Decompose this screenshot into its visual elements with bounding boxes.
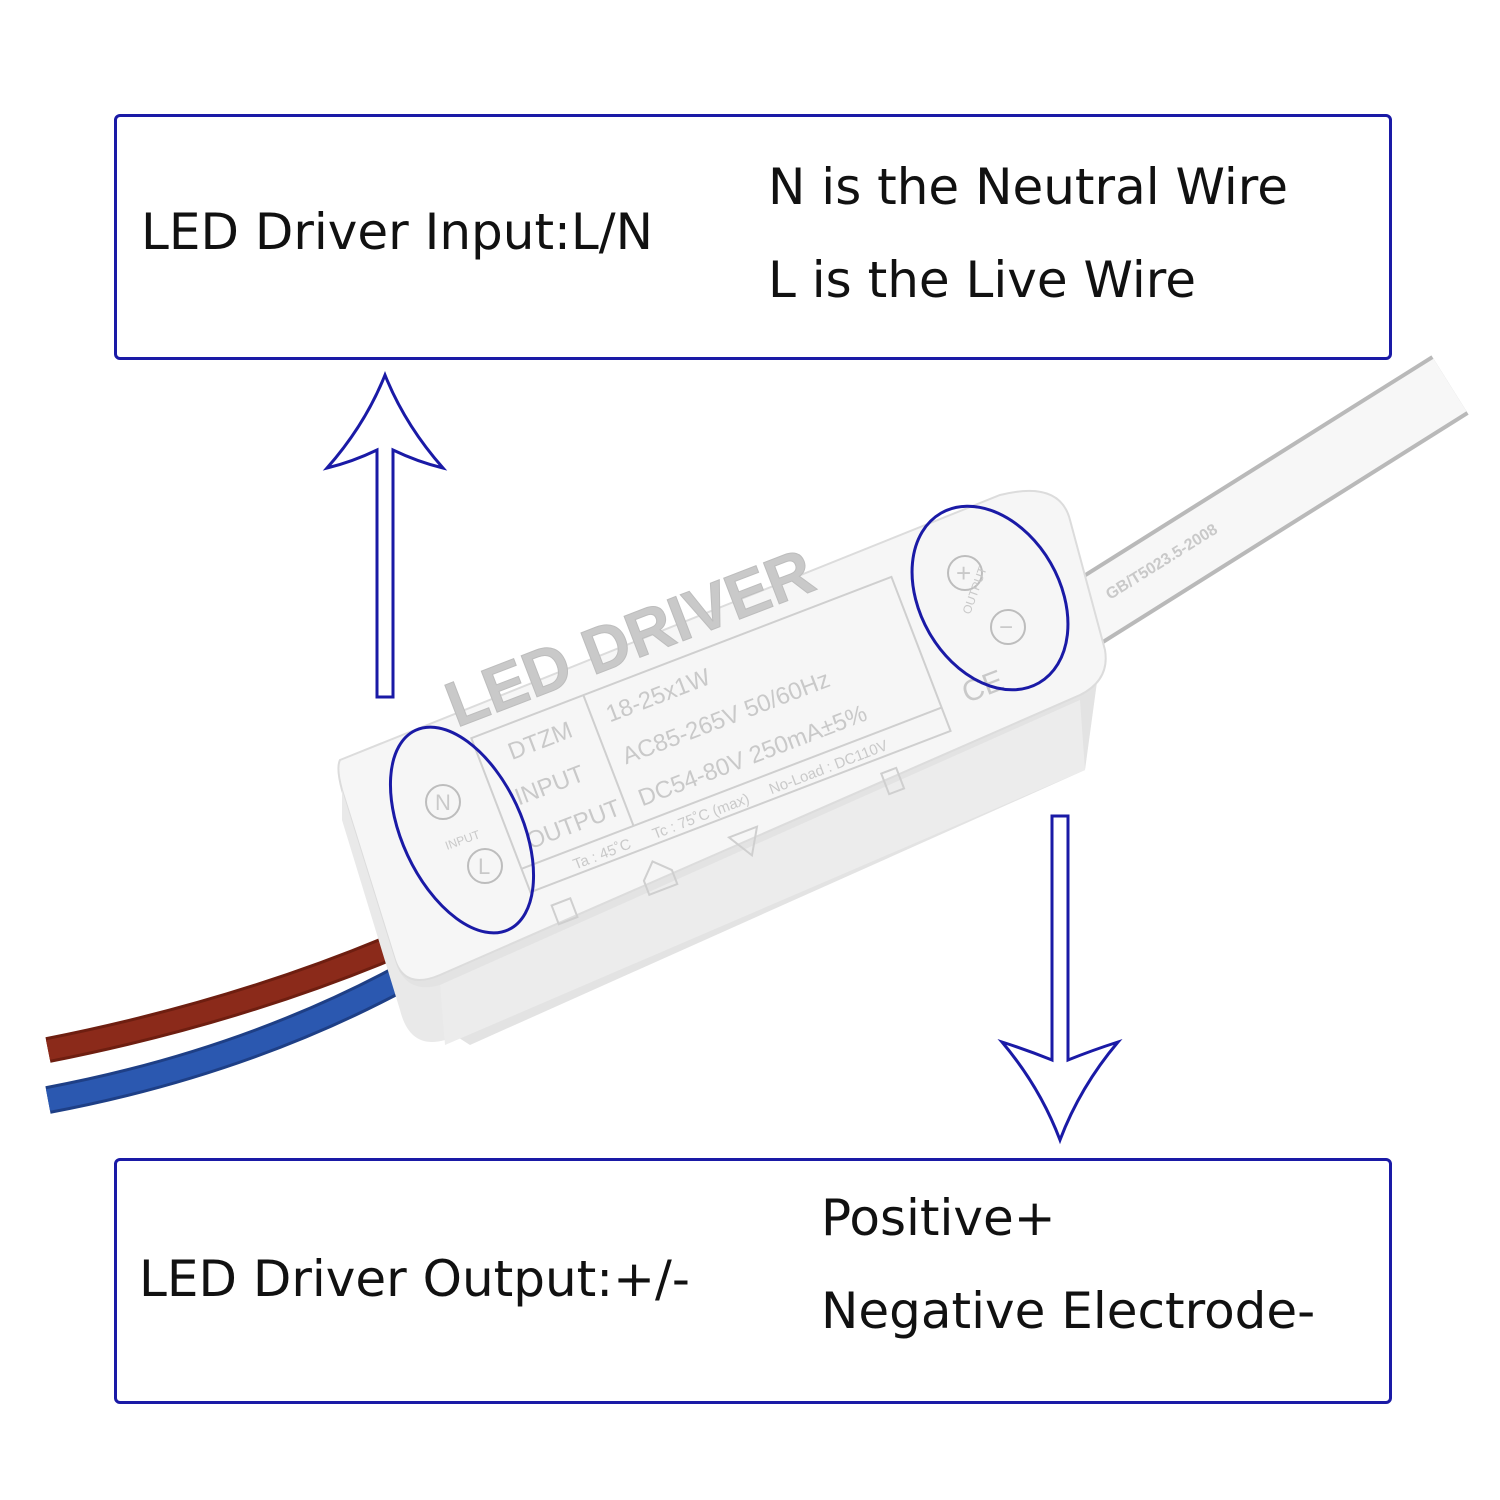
minus-terminal-label: − (999, 614, 1013, 641)
driver-housing (337, 489, 1107, 1045)
neutral-wire-text: N is the Neutral Wire (768, 158, 1288, 216)
live-wire-text: L is the Live Wire (768, 251, 1196, 309)
arrow-up-icon (322, 370, 448, 699)
output-cable: GB/T5023.5-2008 (1041, 355, 1469, 660)
positive-text: Positive+ (821, 1189, 1056, 1247)
class-ii-icon (550, 897, 579, 926)
negative-electrode-text: Negative Electrode- (821, 1282, 1316, 1340)
f-mark-icon (726, 825, 759, 858)
plus-terminal-label: + (956, 558, 971, 588)
weee-bin-icon (879, 766, 906, 796)
n-terminal-label: N (435, 790, 451, 815)
input-wires (45, 923, 437, 1114)
l-terminal-label: L (478, 854, 490, 879)
input-box-title: LED Driver Input:L/N (141, 203, 654, 261)
output-info-box: LED Driver Output:+/- Positive+ Negative… (114, 1158, 1392, 1404)
indoor-use-icon (642, 860, 679, 897)
input-info-box: LED Driver Input:L/N N is the Neutral Wi… (114, 114, 1392, 360)
arrow-down-icon (997, 814, 1123, 1145)
output-box-title: LED Driver Output:+/- (139, 1250, 690, 1308)
